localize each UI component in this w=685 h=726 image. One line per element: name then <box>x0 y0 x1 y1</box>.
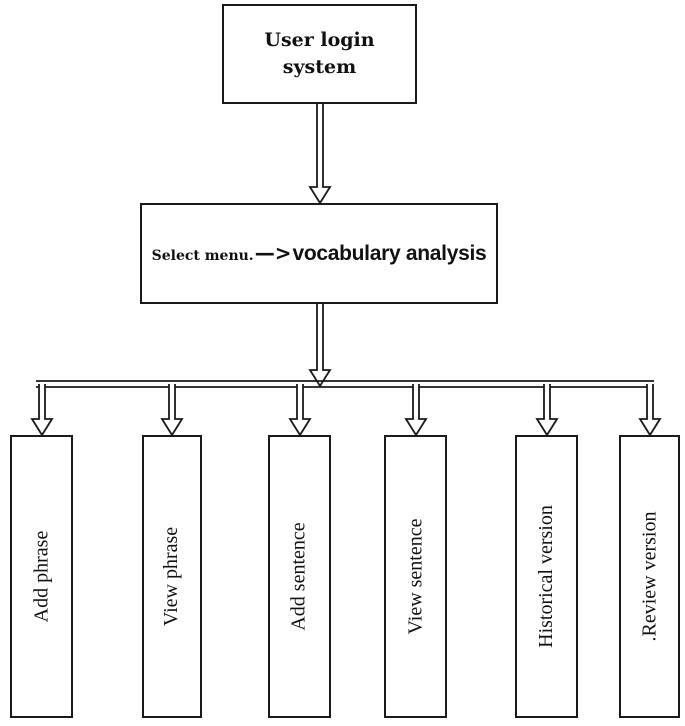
arrow-to-add-sentence <box>288 384 312 437</box>
right-arrow-icon: —> <box>254 241 292 265</box>
user-login-box: User login system <box>222 4 417 104</box>
arrow-to-review-version <box>638 384 662 437</box>
vocabulary-analysis-label: vocabulary analysis <box>292 242 487 265</box>
select-menu-label: Select menu. —> vocabulary analysis <box>152 241 487 266</box>
arrow-to-add-phrase <box>30 384 54 437</box>
distribution-bus <box>36 380 654 388</box>
function-label-add-sentence: Add sentence <box>288 522 311 631</box>
select-menu-box: Select menu. —> vocabulary analysis <box>140 203 498 304</box>
arrow-to-view-sentence <box>404 384 428 437</box>
function-label-historical-version: Historical version <box>535 505 557 648</box>
arrow-to-view-phrase <box>160 384 184 437</box>
arrow-login-to-menu <box>308 104 332 205</box>
function-label-add-phrase: Add phrase <box>30 530 53 623</box>
user-login-label-line2: system <box>282 56 357 78</box>
user-login-label: User login system <box>245 27 395 81</box>
function-box-historical-version: Historical version <box>515 435 578 718</box>
function-box-view-sentence: View sentence <box>384 435 447 718</box>
function-label-view-sentence: View sentence <box>404 518 426 635</box>
arrow-to-historical-version <box>535 384 559 437</box>
function-box-view-phrase: View phrase <box>142 435 202 718</box>
function-label-view-phrase: View phrase <box>160 526 183 627</box>
select-menu-prefix: Select menu. <box>151 248 254 264</box>
function-label-review-version: .Review version <box>638 511 661 642</box>
function-box-add-phrase: Add phrase <box>10 435 73 718</box>
function-box-review-version: .Review version <box>619 435 680 718</box>
function-box-add-sentence: Add sentence <box>268 435 331 718</box>
arrow-menu-to-bus <box>308 304 332 388</box>
user-login-label-line1: User login <box>264 29 375 51</box>
